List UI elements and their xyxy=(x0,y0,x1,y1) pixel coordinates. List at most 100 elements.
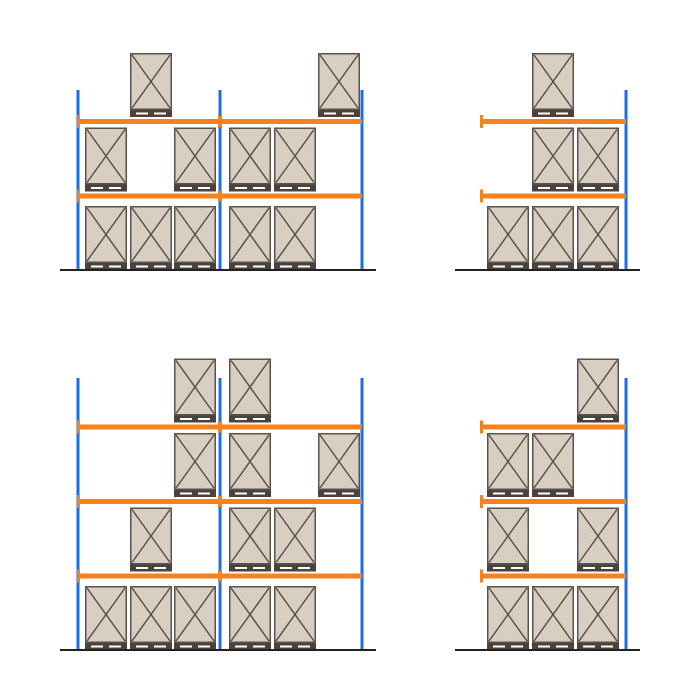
pallet-top-board xyxy=(532,263,574,266)
pallet-top-board xyxy=(274,184,316,187)
pallet-block xyxy=(103,265,109,268)
box-cross-line xyxy=(533,587,573,642)
rack-beam xyxy=(481,499,626,504)
box-cross-line xyxy=(175,129,215,183)
ground-line xyxy=(455,649,640,651)
pallet-block xyxy=(174,417,180,421)
pallet-block xyxy=(166,566,172,570)
box-cross-line xyxy=(230,129,270,183)
pallet-block xyxy=(568,112,574,115)
pallet-bottom-board xyxy=(577,647,619,650)
pallet-top-board xyxy=(130,643,172,646)
pallet-block xyxy=(148,112,154,115)
pallet-box xyxy=(130,586,172,650)
pallet-top-board xyxy=(174,263,216,266)
pallet-block xyxy=(192,417,198,421)
pallet-block xyxy=(613,265,619,268)
pallet-block xyxy=(487,566,493,570)
pallet-bottom-board xyxy=(174,189,216,192)
pallet-block xyxy=(595,186,601,190)
pallet-block xyxy=(274,186,280,190)
pallet-block xyxy=(568,186,574,190)
box-cross-line xyxy=(578,587,618,642)
pallet-top-board xyxy=(577,415,619,418)
pallet-top-board xyxy=(487,564,529,567)
box-cross-line xyxy=(578,129,618,183)
pallet-top-board xyxy=(229,490,271,493)
pallet-block xyxy=(174,645,180,648)
pallet-top-board xyxy=(274,643,316,646)
rack-upright xyxy=(624,90,628,270)
pallet-block xyxy=(532,112,538,115)
pallet-block xyxy=(174,186,180,190)
pallet-block xyxy=(532,265,538,268)
pallet-block xyxy=(523,265,529,268)
pallet-block xyxy=(130,566,136,570)
pallet-block xyxy=(523,566,529,570)
pallet-box xyxy=(130,507,172,572)
pallet-block xyxy=(595,645,601,648)
pallet-block xyxy=(505,492,511,495)
box-cross-line xyxy=(488,434,528,489)
pallet-top-board xyxy=(229,564,271,567)
pallet-box xyxy=(229,358,271,423)
box-cross-line xyxy=(131,587,171,642)
rack-beam xyxy=(481,193,626,199)
box-cross-line xyxy=(175,207,215,262)
box-cross-line xyxy=(275,509,315,563)
box-cross-line xyxy=(131,207,171,262)
pallet-bottom-board xyxy=(130,267,172,270)
pallet-box xyxy=(174,433,216,497)
pallet-block xyxy=(487,645,493,648)
pallet-box xyxy=(532,206,574,270)
pallet-box xyxy=(274,586,316,650)
box-cross-line xyxy=(175,587,215,642)
pallet-block xyxy=(265,265,271,268)
pallet-block xyxy=(354,112,360,115)
pallet-block xyxy=(505,645,511,648)
pallet-block xyxy=(247,417,253,421)
pallet-box xyxy=(532,586,574,650)
pallet-block xyxy=(505,265,511,268)
pallet-block xyxy=(85,645,91,648)
pallet-block xyxy=(577,186,583,190)
pallet-box xyxy=(85,206,127,270)
beam-end-cap xyxy=(480,115,483,128)
box-cross-line xyxy=(131,54,171,109)
pallet-bottom-board xyxy=(577,267,619,270)
pallet-top-board xyxy=(577,564,619,567)
pallet-box xyxy=(577,206,619,270)
box-cross-line xyxy=(230,360,270,414)
rack-beam xyxy=(481,119,626,124)
beam-end-cap xyxy=(77,420,80,434)
pallet-block xyxy=(354,492,360,495)
pallet-bottom-board xyxy=(318,494,360,497)
pallet-bottom-board xyxy=(274,267,316,270)
pallet-bottom-board xyxy=(532,267,574,270)
pallet-block xyxy=(192,265,198,268)
pallet-box xyxy=(229,586,271,650)
ground-line xyxy=(60,269,376,271)
pallet-bottom-board xyxy=(85,267,127,270)
pallet-block xyxy=(292,566,298,570)
beam-connector xyxy=(218,116,222,127)
box-cross-line xyxy=(319,54,359,109)
pallet-block xyxy=(595,417,601,421)
pallet-block xyxy=(210,186,216,190)
pallet-bottom-board xyxy=(487,267,529,270)
pallet-block xyxy=(265,417,271,421)
pallet-block xyxy=(613,645,619,648)
pallet-top-board xyxy=(318,110,360,113)
pallet-block xyxy=(577,265,583,268)
pallet-block xyxy=(166,645,172,648)
pallet-block xyxy=(577,645,583,648)
pallet-box xyxy=(174,127,216,192)
pallet-block xyxy=(192,645,198,648)
pallet-bottom-board xyxy=(85,189,127,192)
pallet-top-board xyxy=(532,110,574,113)
pallet-block xyxy=(505,566,511,570)
ground-line xyxy=(60,649,376,651)
pallet-top-board xyxy=(532,184,574,187)
pallet-block xyxy=(568,645,574,648)
pallet-box xyxy=(229,206,271,270)
